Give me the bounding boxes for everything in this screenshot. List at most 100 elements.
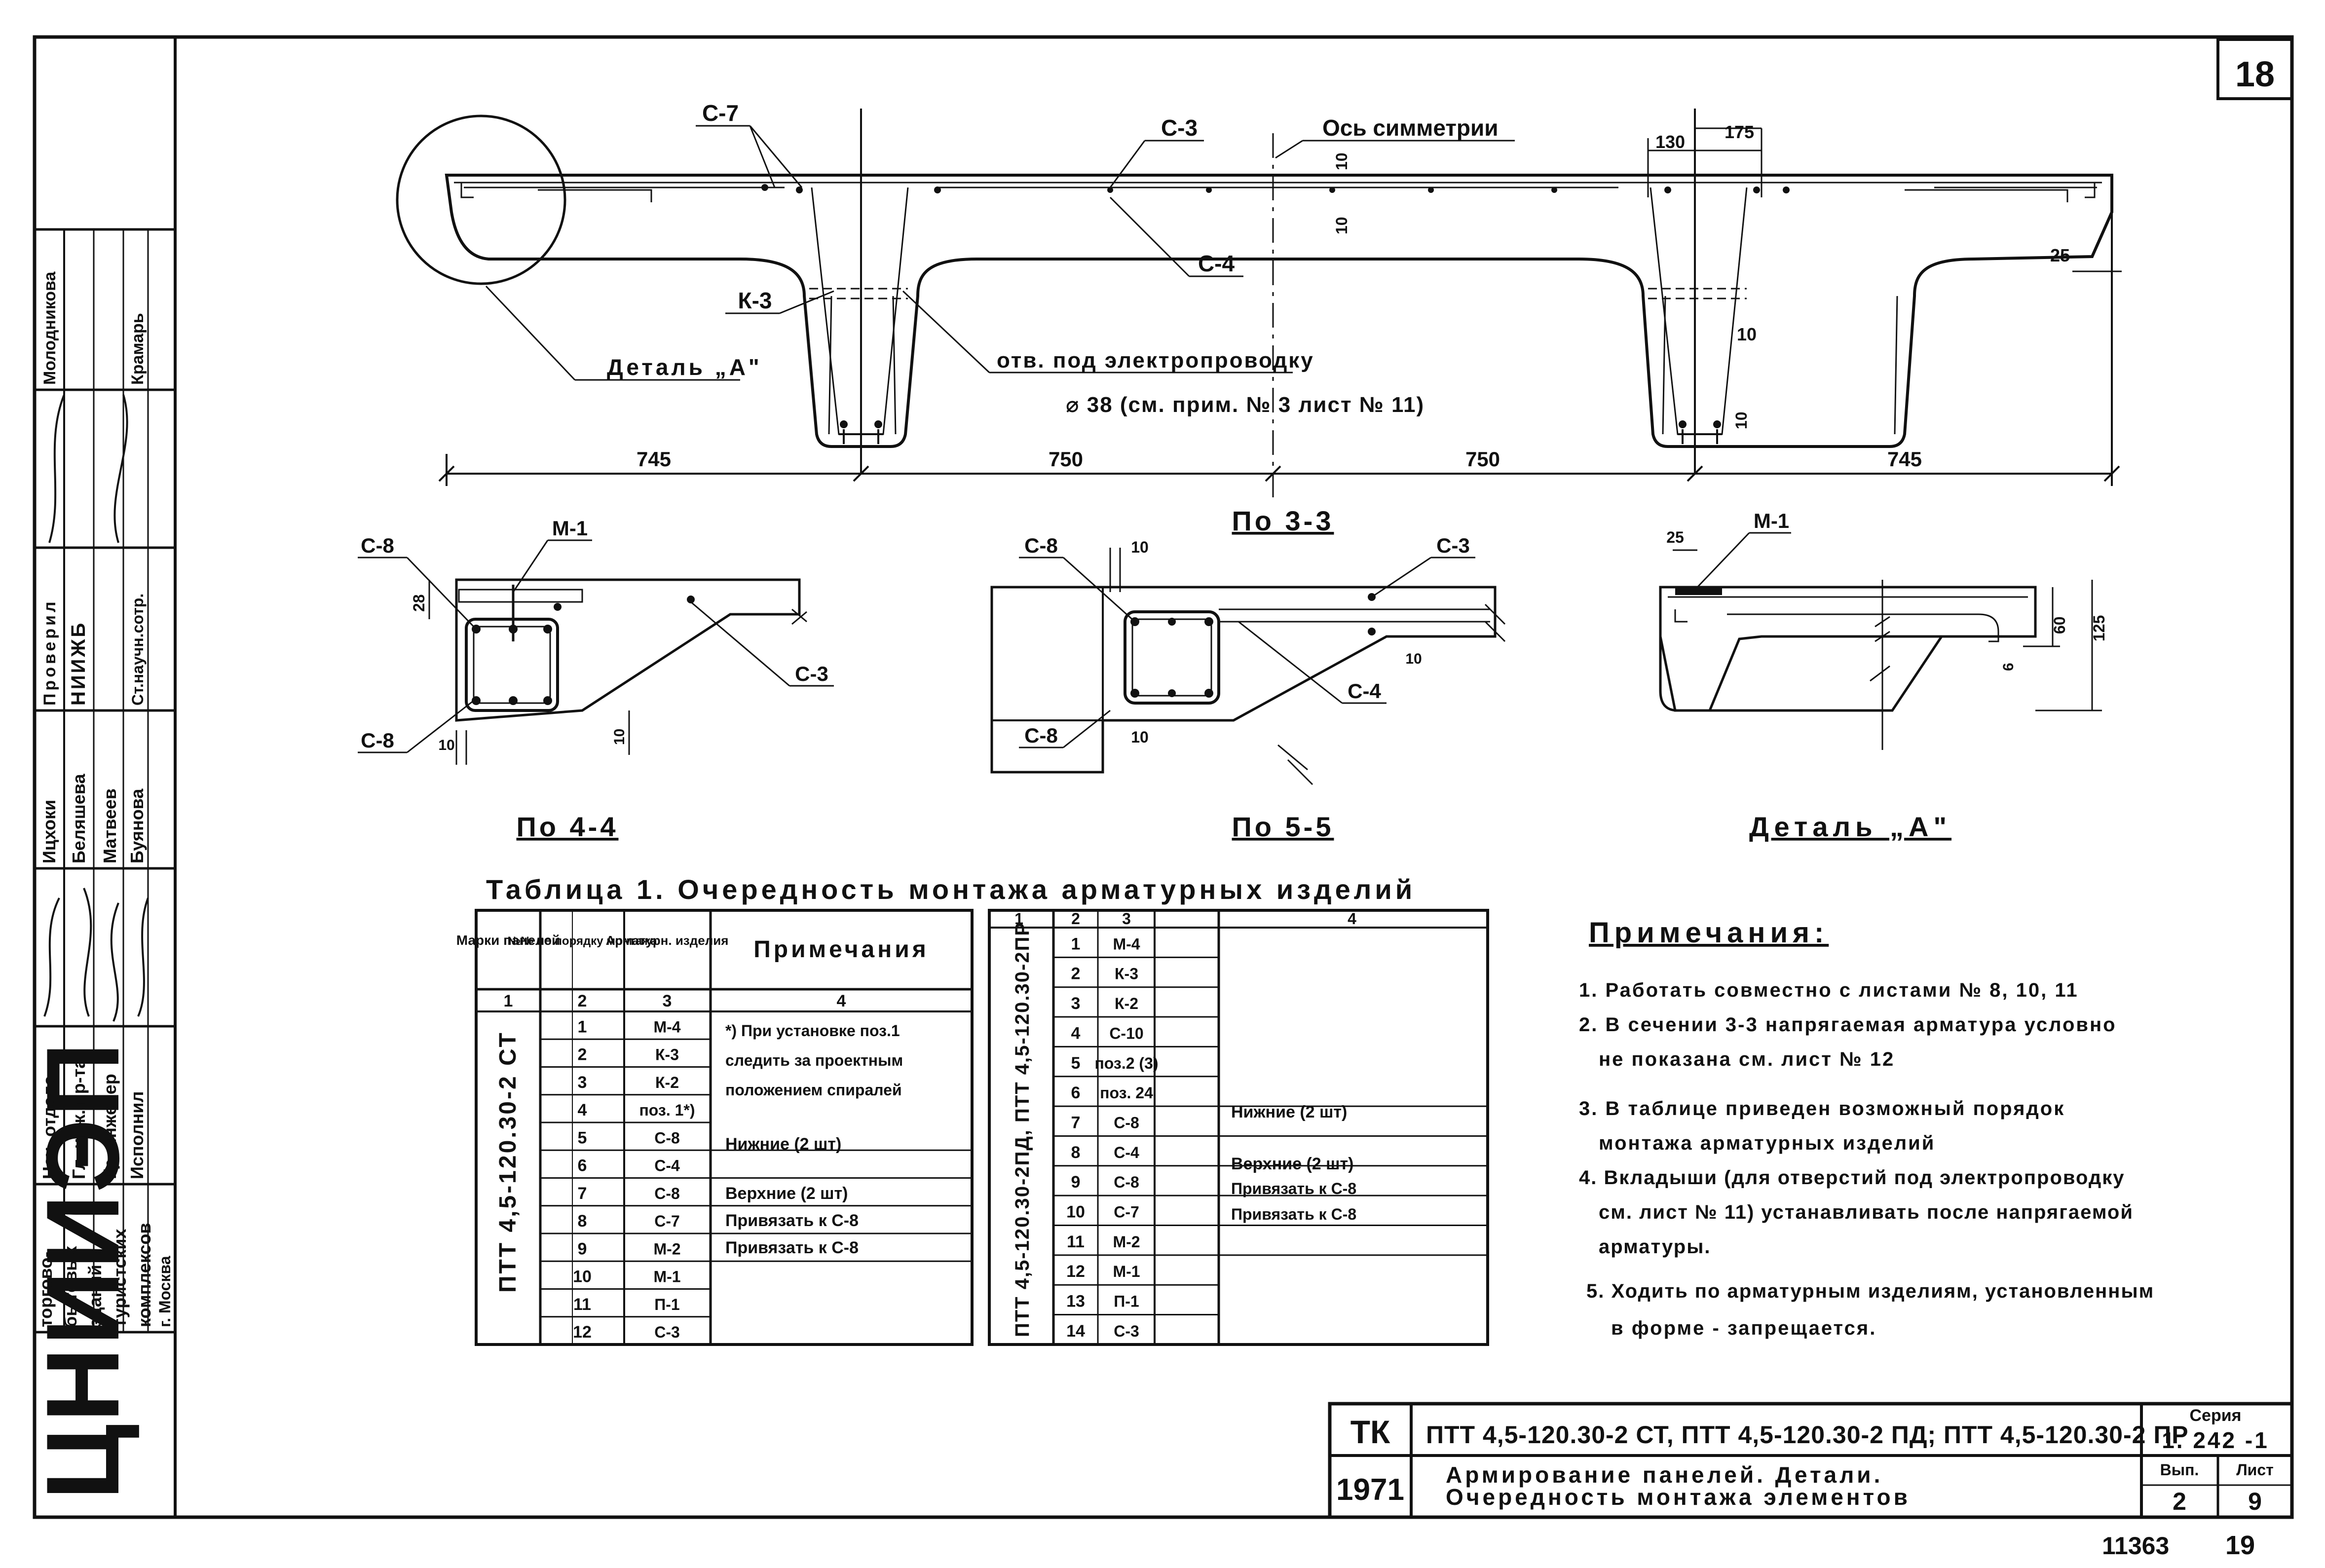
dim-10-d: 10	[1732, 411, 1750, 429]
name-2: Беляшева	[69, 774, 89, 863]
table-row-number: 4	[578, 1101, 587, 1120]
table-row-number: 1	[578, 1017, 587, 1036]
table-row-number: 6	[1071, 1083, 1081, 1102]
dim-10-b: 10	[1333, 217, 1350, 234]
s55-label-c3: С-3	[1436, 534, 1470, 557]
table-row-item: С-10	[1109, 1024, 1143, 1042]
table-row-number: 8	[578, 1212, 587, 1231]
table-row-number: 9	[578, 1239, 587, 1258]
detail-dim-6: 6	[2000, 663, 2017, 671]
table-row-number: 10	[1066, 1203, 1085, 1222]
table-row-item: С-3	[1114, 1322, 1139, 1340]
table-row-number: 5	[1071, 1054, 1081, 1073]
table-row-item: поз. 24	[1100, 1084, 1153, 1102]
dim-10-c: 10	[1737, 324, 1757, 344]
name-3: Матвеев	[100, 788, 120, 863]
s44-dim-28: 28	[410, 594, 428, 612]
t1-note-star-1: *) При установке поз.1	[725, 1022, 900, 1040]
table-row-number: 10	[573, 1268, 592, 1286]
table-row-number: 4	[1071, 1024, 1081, 1043]
check-name-2: Крамарь	[128, 313, 147, 385]
dim-750-left: 750	[1049, 448, 1083, 471]
t1-panel-mark: ПТТ 4,5-120.30-2 СТ	[495, 1031, 521, 1293]
table-row-number: 13	[1066, 1292, 1085, 1311]
org-line-3: зданий и	[85, 1249, 105, 1327]
note-4: 4. Вкладыши (для отверстий под электропр…	[1579, 1167, 2125, 1189]
footer-right: 19	[2225, 1531, 2255, 1560]
dim-10-a: 10	[1333, 152, 1350, 170]
table-row-number: 3	[578, 1073, 587, 1092]
org-line-5: комплексов	[134, 1223, 154, 1327]
org-logo: ЦНИИЭП	[25, 1041, 141, 1500]
note-1: 1. Работать совместно с листами № 8, 10,…	[1579, 979, 2079, 1001]
table-row-number: 6	[578, 1157, 587, 1175]
table-row-item: С-8	[654, 1185, 680, 1202]
table-row-item: К-3	[1115, 965, 1138, 983]
detail-dim-25: 25	[1666, 528, 1684, 546]
table-row-number: 2	[578, 1045, 587, 1064]
t2-col-3: 3	[1122, 910, 1131, 928]
detail-label-m1: М-1	[1754, 509, 1789, 532]
note-4b: см. лист № 11) устанавливать после напря…	[1599, 1201, 2134, 1223]
main-leaders: С-7 С-3 Ось симметрии С-4 К-3 Деталь „А"…	[485, 100, 1515, 417]
section-4-4: С-8 М-1 С-3 С-8 28 10 10 По 4-4	[358, 517, 834, 842]
table-row-number: 8	[1071, 1143, 1081, 1162]
table-1: Марки панелей №№ по порядку монтажа Арма…	[456, 909, 974, 1346]
detail-a-circle	[396, 114, 566, 285]
dim-175: 175	[1725, 122, 1754, 142]
s55-dim-10-top: 10	[1131, 538, 1149, 556]
detail-dim-60: 60	[2051, 616, 2068, 634]
check-name-1: Молодникова	[40, 271, 59, 385]
dim-25: 25	[2050, 245, 2070, 265]
note-2: 2. В сечении 3-3 напрягаемая арматура ус…	[1579, 1014, 2117, 1036]
label-c4: С-4	[1198, 251, 1235, 276]
signatures-staff	[43, 888, 149, 1022]
s55-dim-10-bot: 10	[1131, 728, 1149, 746]
table-row-number: 7	[1071, 1113, 1081, 1132]
tb-issue: 2	[2173, 1488, 2186, 1515]
table-row-item: К-2	[1115, 995, 1138, 1012]
title-block: ТК 1971 ПТТ 4,5-120.30-2 СТ, ПТТ 4,5-120…	[1328, 1402, 2294, 1519]
tb-tk: ТК	[1350, 1414, 1390, 1450]
table-row-number: 9	[1071, 1173, 1081, 1192]
table-row-item: М-2	[653, 1240, 680, 1258]
table-row-item: С-8	[654, 1129, 680, 1147]
tb-series: 1. 242 -1	[2162, 1427, 2269, 1453]
tb-title-2: Очередность монтажа элементов	[1446, 1484, 1911, 1510]
table-row-number: 7	[578, 1184, 587, 1203]
t1-head-4: Примечания	[753, 936, 929, 963]
label-detail-a: Деталь „А"	[607, 354, 762, 380]
t2-col-4: 4	[1348, 910, 1356, 928]
table-row-number: 12	[573, 1323, 592, 1342]
t2-note-11: Привязать к С-8	[1231, 1205, 1356, 1223]
t2-note-7: Нижние (2 шт)	[1231, 1103, 1347, 1121]
dim-750-right: 750	[1465, 448, 1500, 471]
s44-label-c8-top: С-8	[361, 534, 394, 557]
table-row-item: М-4	[1113, 935, 1140, 953]
org-line-1: торгово-	[36, 1252, 56, 1327]
note-3: 3. В таблице приведен возможный порядок	[1579, 1098, 2065, 1120]
panel-section-main	[396, 109, 2113, 498]
main-dimensions: 745 750 750 745 130 175 10 10 25 10 10	[438, 122, 2122, 486]
name-1: Ицхоки	[39, 800, 59, 863]
s44-label-c8-bot: С-8	[361, 729, 394, 752]
t1-head-1: Марки панелей	[456, 933, 561, 948]
dim-745-left: 745	[637, 448, 671, 471]
s55-label-c8-bot: С-8	[1024, 724, 1058, 747]
sheet-number-box	[2216, 38, 2293, 100]
t1-col-2: 2	[578, 992, 587, 1010]
role-3: Гр. инженер	[100, 1074, 120, 1179]
table-row-number: 14	[1066, 1322, 1085, 1341]
label-k3: К-3	[738, 288, 772, 313]
table-row-number: 2	[1071, 965, 1081, 983]
tb-sheet: 9	[2248, 1488, 2262, 1515]
t1-head-3: Арматурн. изделия	[606, 933, 729, 948]
org-line-2: бытовых	[60, 1246, 80, 1327]
t1-note-star-3: положением спиралей	[725, 1081, 902, 1099]
check-role: Ст.научн.сотр.	[129, 594, 147, 706]
table-row-item: С-7	[654, 1212, 680, 1230]
detail-dim-125: 125	[2090, 615, 2108, 641]
name-4: Буянова	[127, 788, 147, 863]
note-5: 5. Ходить по арматурным изделиям, устано…	[1586, 1280, 2154, 1302]
tb-series-label: Серия	[2190, 1406, 2242, 1425]
